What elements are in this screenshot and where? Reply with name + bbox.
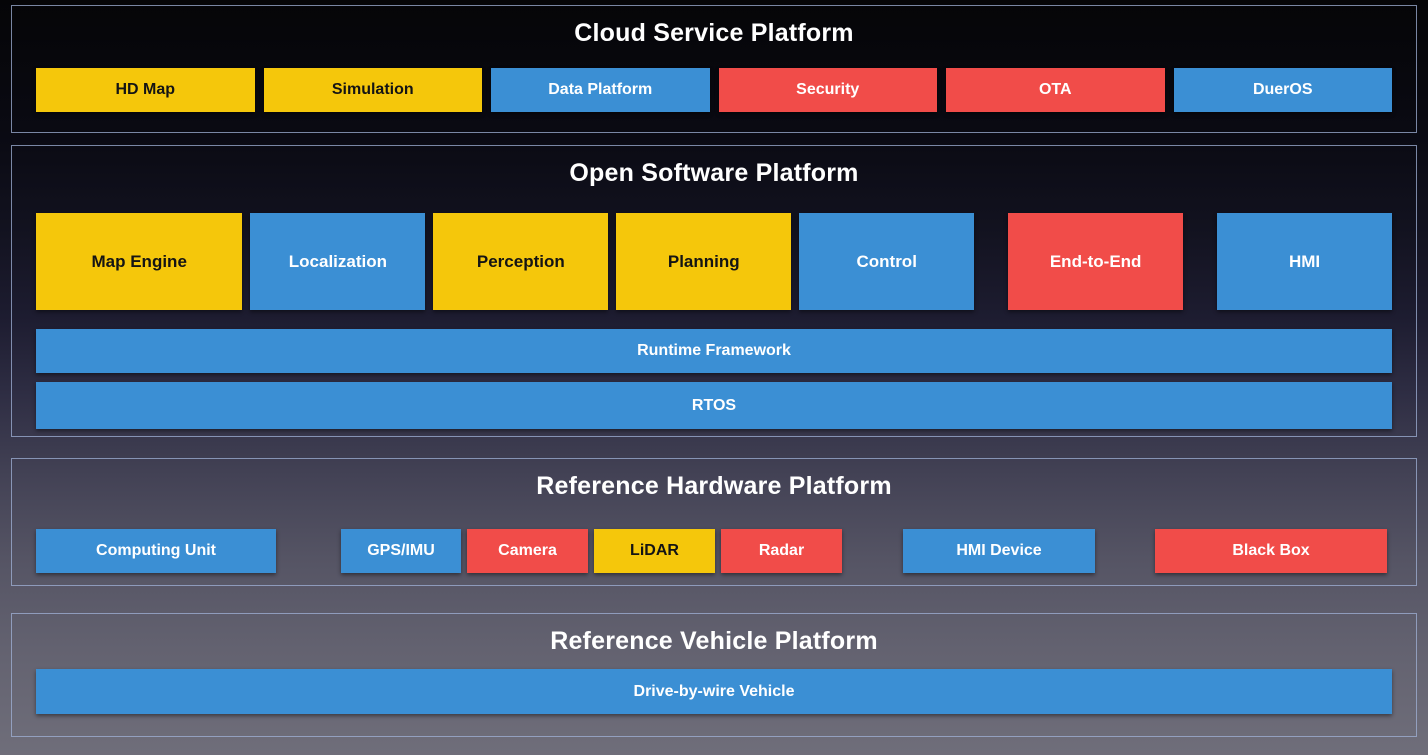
box-planning: Planning bbox=[616, 213, 792, 310]
box-security: Security bbox=[718, 68, 937, 112]
box-hmi: HMI bbox=[1217, 213, 1393, 310]
runtime-framework-row: Runtime Framework bbox=[36, 329, 1392, 373]
box-camera: Camera bbox=[467, 529, 588, 573]
cloud-platform-title: Cloud Service Platform bbox=[574, 19, 854, 47]
box-radar: Radar bbox=[721, 529, 842, 573]
reference-hardware-platform-section: Reference Hardware Platform Computing Un… bbox=[11, 458, 1417, 586]
box-ota: OTA bbox=[946, 68, 1165, 112]
box-hd-map: HD Map bbox=[36, 68, 255, 112]
box-runtime-framework: Runtime Framework bbox=[36, 329, 1392, 373]
rtos-row: RTOS bbox=[36, 382, 1392, 429]
box-map-engine: Map Engine bbox=[36, 213, 243, 310]
box-end-to-end: End-to-End bbox=[1008, 213, 1184, 310]
box-simulation: Simulation bbox=[263, 68, 482, 112]
box-drive-by-wire-vehicle: Drive-by-wire Vehicle bbox=[36, 669, 1392, 714]
box-localization: Localization bbox=[250, 213, 426, 310]
box-control: Control bbox=[799, 213, 975, 310]
hardware-platform-title: Reference Hardware Platform bbox=[536, 472, 892, 500]
box-gps-imu: GPS/IMU bbox=[341, 529, 461, 573]
vehicle-platform-title: Reference Vehicle Platform bbox=[550, 627, 878, 655]
box-lidar: LiDAR bbox=[594, 529, 715, 573]
box-rtos: RTOS bbox=[36, 382, 1392, 429]
box-data-platform: Data Platform bbox=[491, 68, 710, 112]
reference-vehicle-platform-section: Reference Vehicle Platform Drive-by-wire… bbox=[11, 613, 1417, 737]
vehicle-row: Drive-by-wire Vehicle bbox=[36, 669, 1392, 714]
box-black-box: Black Box bbox=[1155, 529, 1387, 573]
box-hmi-device: HMI Device bbox=[903, 529, 1095, 573]
box-dueros: DuerOS bbox=[1173, 68, 1392, 112]
box-perception: Perception bbox=[433, 213, 609, 310]
software-platform-title: Open Software Platform bbox=[569, 159, 859, 187]
box-computing-unit: Computing Unit bbox=[36, 529, 276, 573]
